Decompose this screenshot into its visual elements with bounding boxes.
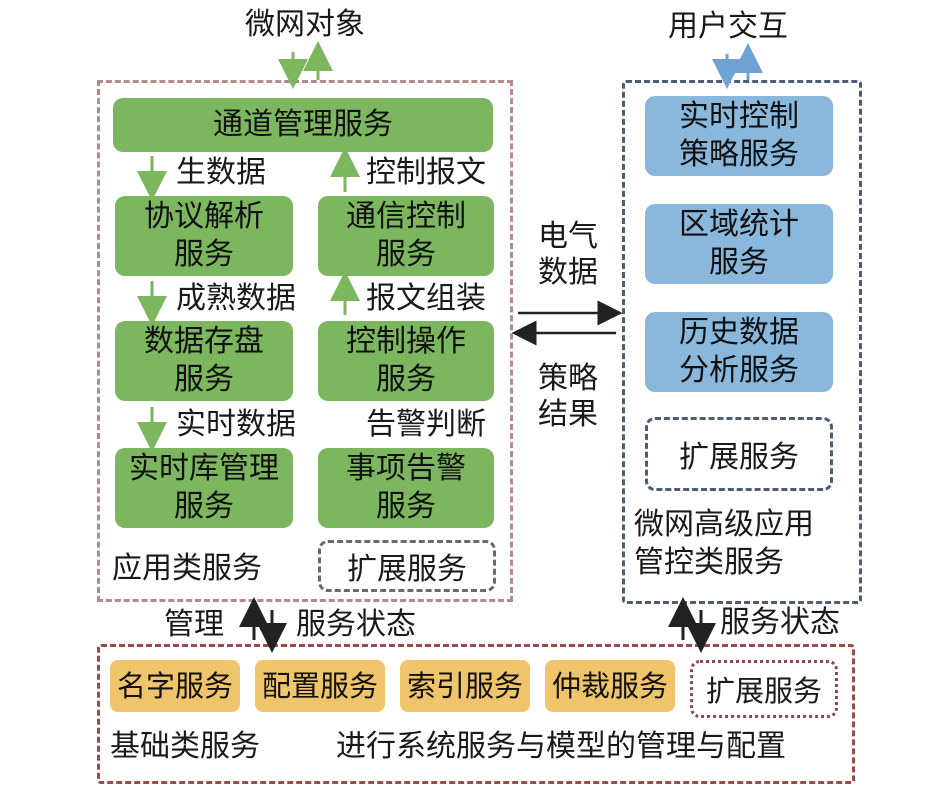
name-service-label: 名字服务: [116, 669, 233, 703]
service-status-right-label: 服务状态: [720, 605, 840, 640]
base-group-label: 基础类服务: [110, 729, 260, 764]
arbitration-service[interactable]: 仲裁服务: [545, 660, 675, 712]
config-service[interactable]: 配置服务: [255, 660, 385, 712]
advanced-extension-service[interactable]: 扩展服务: [645, 417, 833, 491]
arbitration-service-label: 仲裁服务: [551, 669, 668, 703]
protocol-line1: 协议解析: [144, 199, 264, 234]
comm-control-service[interactable]: 通信控制 服务: [318, 196, 494, 276]
electrical-data-line1: 电气: [538, 219, 598, 254]
event-line2: 服务: [376, 489, 436, 524]
manage-label: 管理: [164, 607, 224, 642]
channel-management-service[interactable]: 通道管理服务: [113, 98, 493, 152]
msg-assembly-label: 报文组装: [366, 281, 486, 316]
base-services-container: [97, 644, 855, 784]
advanced-group-line2: 管控类服务: [634, 545, 784, 580]
comm-line1: 通信控制: [346, 199, 466, 234]
alarm-judge-label: 告警判断: [366, 407, 486, 442]
index-service-label: 索引服务: [406, 669, 523, 703]
strategy-result-line1: 策略: [538, 361, 598, 396]
region-line2: 服务: [709, 245, 769, 280]
base-description-label: 进行系统服务与模型的管理与配置: [336, 729, 786, 764]
rtdb-line1: 实时库管理: [129, 451, 279, 486]
advanced-extension-label: 扩展服务: [679, 440, 799, 475]
advanced-group-line1: 微网高级应用: [634, 507, 814, 542]
config-service-label: 配置服务: [261, 669, 378, 703]
control-operation-service[interactable]: 控制操作 服务: [318, 321, 494, 401]
microgrid-object-label: 微网对象: [245, 7, 365, 42]
app-services-group-label: 应用类服务: [112, 551, 262, 586]
realtime-control-strategy-service[interactable]: 实时控制 策略服务: [645, 96, 833, 176]
storage-line1: 数据存盘: [144, 324, 264, 359]
name-service[interactable]: 名字服务: [110, 660, 240, 712]
protocol-parse-service[interactable]: 协议解析 服务: [115, 196, 293, 276]
rtc-line1: 实时控制: [679, 99, 799, 134]
strategy-result-line2: 结果: [538, 397, 598, 432]
base-extension-label: 扩展服务: [705, 674, 822, 708]
realtime-data-label: 实时数据: [176, 407, 296, 442]
history-line2: 分析服务: [679, 353, 799, 388]
service-status-left-label: 服务状态: [296, 607, 416, 642]
advanced-services-container: [622, 80, 862, 604]
index-service[interactable]: 索引服务: [400, 660, 530, 712]
rtc-line2: 策略服务: [679, 137, 799, 172]
base-extension-service[interactable]: 扩展服务: [690, 660, 838, 718]
app-extension-service[interactable]: 扩展服务: [318, 540, 496, 592]
channel-label: 通道管理服务: [213, 107, 393, 142]
raw-data-label: 生数据: [176, 155, 266, 190]
electrical-data-line2: 数据: [538, 255, 598, 290]
region-line1: 区域统计: [679, 207, 799, 242]
comm-line2: 服务: [376, 237, 436, 272]
realtime-db-service[interactable]: 实时库管理 服务: [115, 448, 293, 528]
protocol-line2: 服务: [174, 237, 234, 272]
mature-data-label: 成熟数据: [176, 281, 296, 316]
region-statistics-service[interactable]: 区域统计 服务: [645, 204, 833, 284]
storage-line2: 服务: [174, 362, 234, 397]
event-line1: 事项告警: [346, 451, 466, 486]
user-interaction-label: 用户交互: [668, 9, 788, 44]
history-line1: 历史数据: [679, 315, 799, 350]
data-storage-service[interactable]: 数据存盘 服务: [115, 321, 293, 401]
app-extension-label: 扩展服务: [347, 552, 467, 587]
control-msg-label: 控制报文: [366, 155, 486, 190]
rtdb-line2: 服务: [174, 489, 234, 524]
history-analysis-service[interactable]: 历史数据 分析服务: [645, 312, 833, 392]
ctrlop-line1: 控制操作: [346, 324, 466, 359]
event-alarm-service[interactable]: 事项告警 服务: [318, 448, 494, 528]
ctrlop-line2: 服务: [376, 362, 436, 397]
